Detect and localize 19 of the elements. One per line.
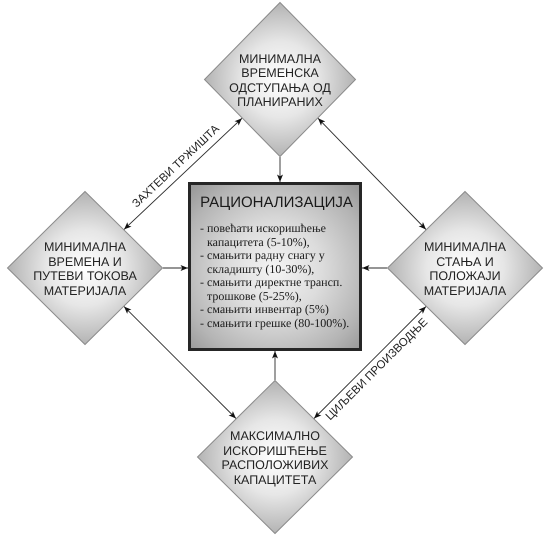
arrow [277,156,283,182]
arrow [314,306,426,419]
bullet-item: - смањити директне трансп. трошкове (5-25%), [200,276,344,303]
diamond-text: МИНИМАЛНА СТАЊА И ПОЛОЖАЈИ МАТЕРИЈАЛА [422,240,508,298]
arrow [124,306,236,419]
diamond-text: МИНИМАЛНА ВРЕМЕНСКА ОДСТУПАЊА ОД ПЛАНИРАНИХ [228,52,332,110]
diamond-text: МАКСИМАЛНО ИСКОРИШЋЕЊЕ РАСПОЛОЖИВИХ КАПАЦИТЕТА [220,429,330,487]
arrow [272,350,278,380]
bullet-item: - смањити радну снагу у складишту (10-30%), [200,249,326,276]
box-title: РАЦИОНАЛИЗАЦИЈА [200,194,353,212]
diamond-text: МИНИМАЛНА ВРЕМЕНА И ПУТЕВИ ТОКОВА МАТЕРИЈАЛА [32,240,138,298]
bullet-item: - смањити грешке (80-100%). [200,316,350,330]
process-box [188,182,362,351]
arrow [124,118,242,230]
bullet-item: - смањити инвентар (5%) [200,303,329,316]
bullet-item: - повећати искоришћење капацитета (5-10%), [200,222,327,249]
arrow [162,265,188,271]
arrow [318,118,426,230]
arrow [362,265,388,271]
